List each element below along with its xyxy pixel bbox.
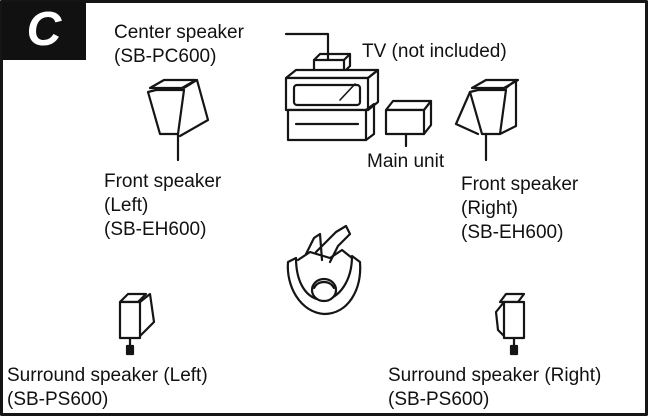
center-speaker-model: (SB-PC600) bbox=[114, 46, 217, 67]
surround-right-speaker-model: (SB-PS600) bbox=[388, 389, 490, 410]
front-left-speaker-model: (SB-EH600) bbox=[104, 219, 207, 240]
listener-icon bbox=[286, 224, 362, 316]
center-speaker-name: Center speaker bbox=[114, 22, 244, 43]
surround-left-speaker-icon bbox=[118, 292, 156, 356]
surround-right-speaker-label: Surround speaker (Right) (SB-PS600) bbox=[388, 364, 601, 412]
surround-right-speaker-icon bbox=[494, 292, 526, 356]
front-left-speaker-icon bbox=[146, 78, 210, 162]
front-right-speaker-name: Front speaker bbox=[461, 174, 579, 195]
surround-left-speaker-label: Surround speaker (Left) (SB-PS600) bbox=[7, 364, 208, 412]
tv-label: TV (not included) bbox=[362, 41, 507, 62]
surround-left-speaker-name: Surround speaker (Left) bbox=[7, 365, 208, 386]
figure-letter-badge: C bbox=[2, 2, 86, 60]
front-right-speaker-label: Front speaker (Right) (SB-EH600) bbox=[461, 173, 578, 245]
front-left-speaker-side: (Left) bbox=[104, 195, 149, 216]
tv-icon bbox=[284, 68, 380, 142]
front-left-speaker-label: Front speaker (Left) (SB-EH600) bbox=[104, 170, 221, 242]
front-right-speaker-icon bbox=[454, 78, 520, 162]
front-left-speaker-name: Front speaker bbox=[104, 171, 222, 192]
front-right-speaker-model: (SB-EH600) bbox=[461, 222, 564, 243]
main-unit-icon bbox=[384, 99, 433, 148]
main-unit-label: Main unit bbox=[367, 151, 445, 172]
front-right-speaker-side: (Right) bbox=[461, 198, 519, 219]
center-speaker-label: Center speaker (SB-PC600) bbox=[114, 21, 244, 69]
surround-left-speaker-model: (SB-PS600) bbox=[7, 389, 109, 410]
surround-right-speaker-name: Surround speaker (Right) bbox=[388, 365, 602, 386]
center-speaker-icon bbox=[284, 32, 352, 74]
